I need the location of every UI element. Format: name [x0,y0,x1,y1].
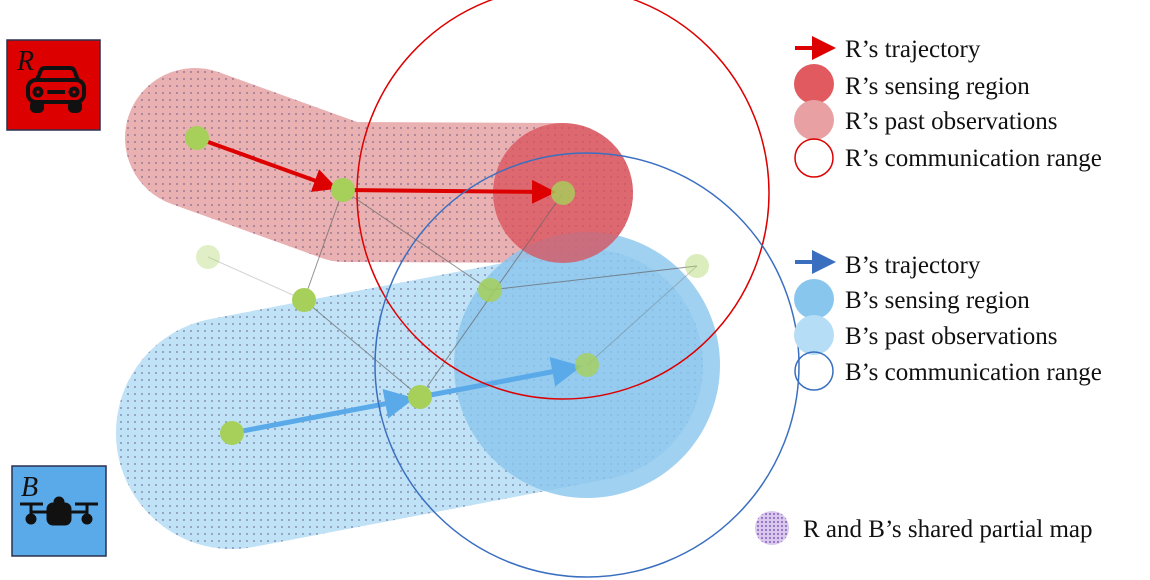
legend-text: B’s past observations [845,323,1058,350]
legend-r-trajectory: R’s trajectory [795,36,981,63]
legend-text: R’s sensing region [845,73,1030,100]
legend-b-past: B’s past observations [794,315,1058,355]
legend-shared-map: R and B’s shared partial map [755,511,1093,545]
b-trajectory [231,357,582,436]
legend-r-past: R’s past observations [794,100,1058,140]
legend-text: B’s sensing region [845,287,1030,314]
graph-nodes [185,126,709,445]
legend-b-comm: B’s communication range [794,351,1102,391]
car-icon [26,66,86,113]
legend-text: B’s communication range [845,359,1102,386]
b-communication-range [374,152,800,578]
legend-text: R’s trajectory [845,36,981,63]
agent-b-label: B [21,472,38,503]
legend-r-comm: R’s communication range [794,138,1102,178]
legend-b-trajectory: B’s trajectory [795,250,981,279]
agent-b-badge: B [11,465,107,557]
legend-text: R’s past observations [845,108,1058,135]
r-communication-range [356,0,770,400]
r-trajectory [196,136,556,204]
legend-text: R and B’s shared partial map [803,516,1093,543]
legend-b-sensing: B’s sensing region [794,279,1030,319]
legend-text: B’s trajectory [845,252,981,279]
legend: R’s trajectory R’s sensing region R’s pa… [755,36,1102,545]
legend-r-sensing: R’s sensing region [794,64,1030,104]
agent-r-label: R [16,46,34,77]
agent-r-badge: R [6,39,101,131]
legend-text: R’s communication range [845,145,1102,172]
drone-icon [20,496,98,526]
